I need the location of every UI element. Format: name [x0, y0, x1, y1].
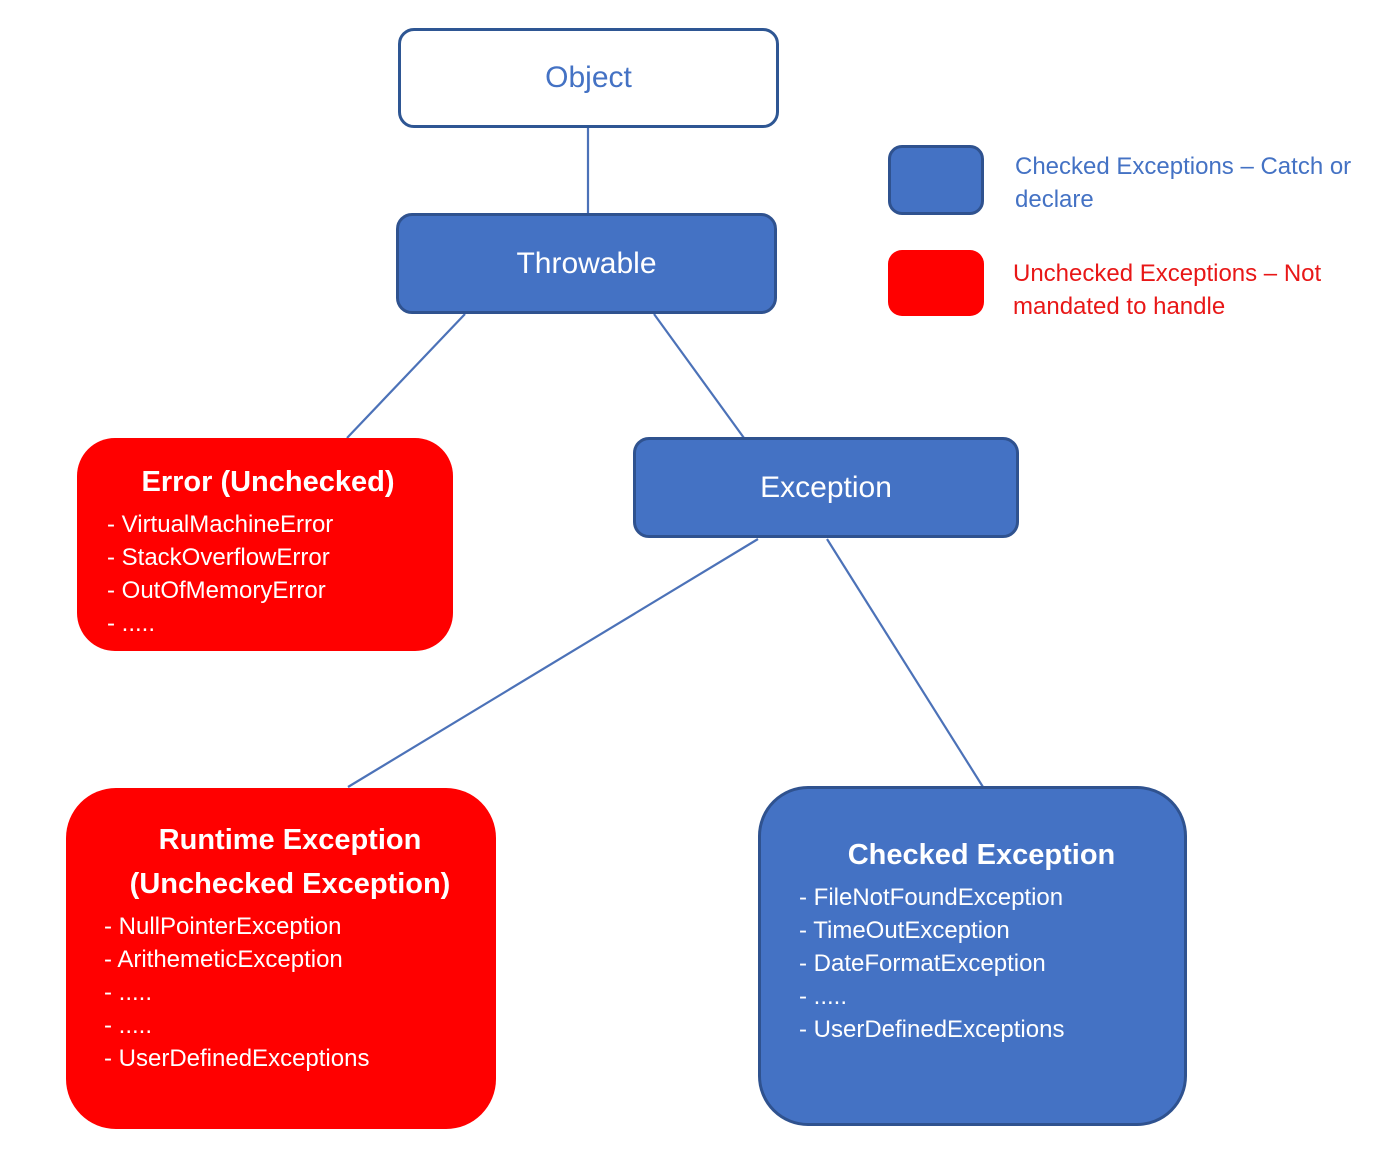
list-item: - StackOverflowError — [107, 544, 330, 571]
node-exception: Exception — [633, 437, 1019, 538]
node-error-items: - VirtualMachineError - StackOverflowErr… — [107, 508, 429, 640]
node-runtime-items: - NullPointerException - ArithemeticExce… — [104, 910, 476, 1075]
edge-throwable-error — [346, 313, 466, 439]
edge-exception-checked — [826, 538, 984, 788]
list-item: - ..... — [799, 983, 847, 1010]
list-item: - TimeOutException — [799, 917, 1010, 944]
node-runtime-title-line1: Runtime Exception — [158, 824, 422, 856]
node-throwable-label: Throwable — [516, 246, 657, 280]
edge-throwable-exception — [653, 313, 745, 439]
list-item: - UserDefinedExceptions — [104, 1045, 370, 1072]
node-error-title: Error (Unchecked) — [141, 466, 395, 498]
node-object: Object — [398, 28, 779, 128]
list-item: - ArithemeticException — [104, 946, 343, 973]
list-item: - UserDefinedExceptions — [799, 1016, 1065, 1043]
node-exception-label: Exception — [760, 470, 892, 504]
node-error-unchecked: Error (Unchecked) - VirtualMachineError … — [77, 438, 453, 651]
list-item: - OutOfMemoryError — [107, 577, 326, 604]
list-item: - ..... — [107, 610, 155, 637]
list-item: - ..... — [104, 979, 152, 1006]
list-item: - ..... — [104, 1012, 152, 1039]
legend-unchecked-swatch — [888, 250, 984, 316]
node-throwable: Throwable — [396, 213, 777, 314]
list-item: - DateFormatException — [799, 950, 1046, 977]
node-checked-title: Checked Exception — [847, 839, 1116, 871]
list-item: - FileNotFoundException — [799, 884, 1064, 911]
legend-unchecked-label: Unchecked Exceptions – Not mandated to h… — [1013, 260, 1322, 320]
legend-checked-label: Checked Exceptions – Catch or declare — [1015, 153, 1352, 213]
edge-exception-runtime — [347, 538, 759, 788]
legend-checked-swatch — [888, 145, 984, 215]
node-object-label: Object — [545, 61, 632, 94]
node-runtime-exception: Runtime Exception (Unchecked Exception) … — [66, 788, 496, 1129]
node-runtime-title-line2: (Unchecked Exception) — [129, 868, 451, 900]
node-checked-exception: Checked Exception - FileNotFoundExceptio… — [758, 786, 1187, 1126]
list-item: - VirtualMachineError — [107, 511, 334, 538]
list-item: - NullPointerException — [104, 913, 342, 940]
node-checked-items: - FileNotFoundException - TimeOutExcepti… — [799, 881, 1164, 1046]
